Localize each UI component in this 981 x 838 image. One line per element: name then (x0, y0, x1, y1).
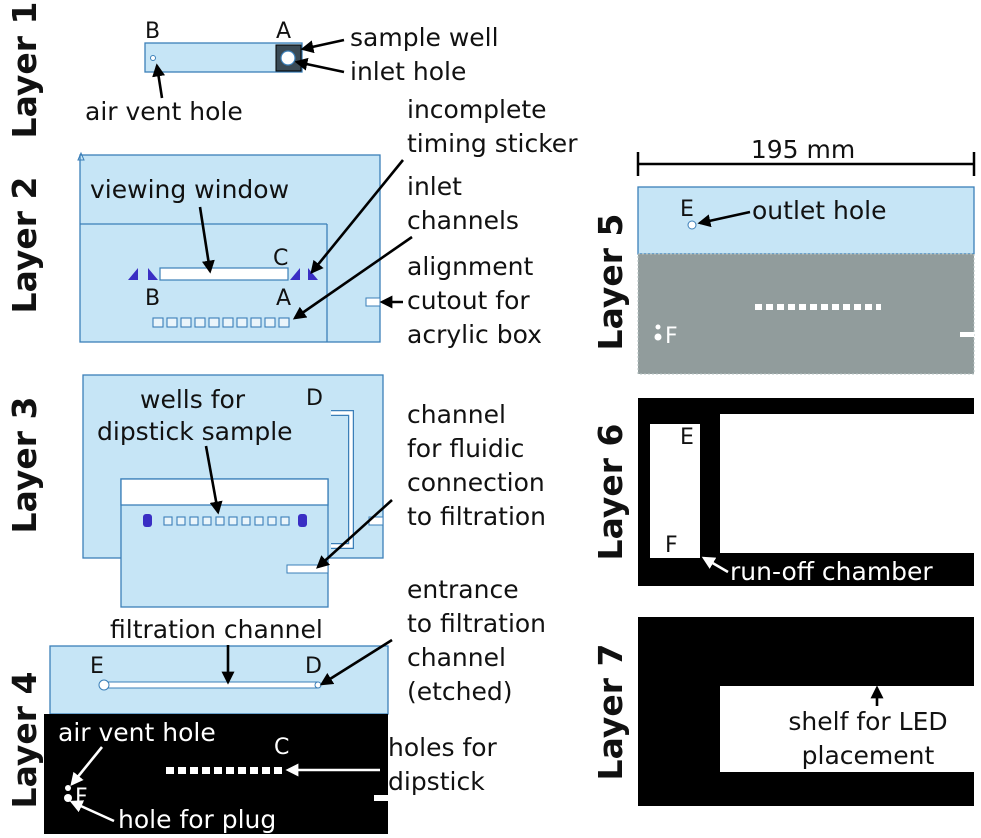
dipstick-wells-row (163, 516, 290, 526)
marker-left-1 (128, 268, 138, 280)
label-hole-for-plug: hole for plug (118, 805, 276, 834)
layer-7-title: Layer 7 (591, 644, 630, 781)
air-vent-hole-l1 (150, 55, 156, 61)
inlet-channel-row (152, 317, 290, 328)
layer-1-title: Layer 1 (5, 2, 44, 139)
layer-5-top (637, 186, 975, 255)
layer-2: C B A viewing window incomplete timing s… (77, 95, 578, 349)
layer-5-holes-row (755, 304, 881, 310)
viewing-window (159, 267, 289, 281)
point-b-l2: B (145, 286, 160, 311)
label-alignment-line-3: acrylic box (407, 320, 542, 349)
label-holes-line-1: holes for (388, 733, 498, 762)
label-air-vent-hole: air vent hole (85, 97, 243, 126)
marker-right-1 (290, 268, 300, 280)
label-runoff-chamber: run-off chamber (730, 557, 933, 586)
point-e-l4: E (90, 654, 104, 679)
label-dimension: 195 mm (751, 135, 855, 164)
purple-well-left (143, 514, 152, 527)
label-channel-line-1: channel (407, 400, 506, 429)
label-alignment-line-1: alignment (407, 252, 534, 281)
layer-7-frame (638, 617, 974, 806)
label-wells-line-1: wells for (140, 385, 246, 414)
label-channel-line-3: connection (407, 468, 545, 497)
outlet-hole (687, 220, 697, 230)
label-entrance-line-4: (etched) (407, 677, 513, 706)
dipstick-holes-row (166, 767, 282, 774)
label-timing-line-2: timing sticker (407, 129, 578, 158)
label-inlet-line-1: inlet (407, 172, 462, 201)
label-entrance-line-1: entrance (407, 575, 519, 604)
layer-5-title: Layer 5 (591, 214, 630, 351)
layer-3: D wells for dipstick sample channel for … (82, 374, 546, 608)
layer-3-front-band (120, 478, 329, 506)
point-b-l1: B (145, 19, 160, 44)
point-c-l2: C (273, 246, 288, 271)
label-inlet-hole: inlet hole (350, 57, 466, 86)
label-inlet-line-2: channels (407, 206, 519, 235)
point-c-l4: C (274, 735, 289, 760)
inlet-hole (280, 50, 296, 66)
label-entrance-line-2: to filtration (407, 609, 546, 638)
layer-2-title: Layer 2 (5, 177, 44, 314)
point-a-l2: A (276, 286, 291, 311)
label-filtration-channel: filtration channel (110, 615, 323, 644)
layer-6-title: Layer 6 (591, 424, 630, 561)
air-vent-hole-l4 (65, 785, 71, 791)
layer-5-cutout (960, 332, 974, 337)
label-timing-line-1: incomplete (407, 95, 547, 124)
label-holes-line-2: dipstick (388, 767, 485, 796)
layer-6-frame (638, 398, 974, 586)
layer-3-title: Layer 3 (5, 397, 44, 534)
label-channel-line-4: to filtration (407, 502, 546, 531)
label-sample-well: sample well (350, 23, 499, 52)
point-e-l5: E (680, 197, 694, 222)
layer-6: E F run-off chamber (638, 398, 974, 586)
point-a-l1: A (276, 19, 291, 44)
label-alignment-line-2: cutout for (407, 286, 530, 315)
label-viewing-window: viewing window (90, 175, 289, 204)
plug-hole-l4 (64, 794, 72, 802)
point-e-l6: E (680, 425, 694, 450)
alignment-cutout (365, 297, 381, 307)
label-shelf-line-1: shelf for LED (788, 707, 947, 736)
point-e-hole-l4 (98, 679, 110, 691)
filtration-channel (103, 681, 319, 689)
purple-well-right (298, 514, 307, 527)
point-d-l3: D (306, 386, 323, 411)
cutout-right-l4 (374, 795, 388, 801)
layer-5: 195 mm E F outlet hole (636, 135, 976, 375)
marker-left-2 (148, 268, 158, 280)
point-f-l6: F (665, 533, 678, 558)
label-entrance-line-3: channel (407, 643, 506, 672)
label-channel-line-2: for fluidic (407, 434, 524, 463)
point-f-l5: F (665, 324, 678, 349)
point-d-l4: D (305, 654, 322, 679)
label-air-vent-l4: air vent hole (58, 718, 216, 747)
label-wells-line-2: dipstick sample (97, 417, 293, 446)
label-shelf-line-2: placement (802, 741, 935, 770)
layer-4: E D C F filtration channel entrance to f… (44, 575, 546, 834)
layer-1: B A sample well inlet hole air vent hole (85, 19, 499, 126)
layer-4-title: Layer 4 (5, 672, 44, 809)
filtration-connection-notch (286, 564, 329, 574)
label-outlet-hole: outlet hole (752, 196, 887, 225)
layer-5-bottom (637, 253, 975, 375)
layer-7: shelf for LED placement (638, 617, 974, 806)
